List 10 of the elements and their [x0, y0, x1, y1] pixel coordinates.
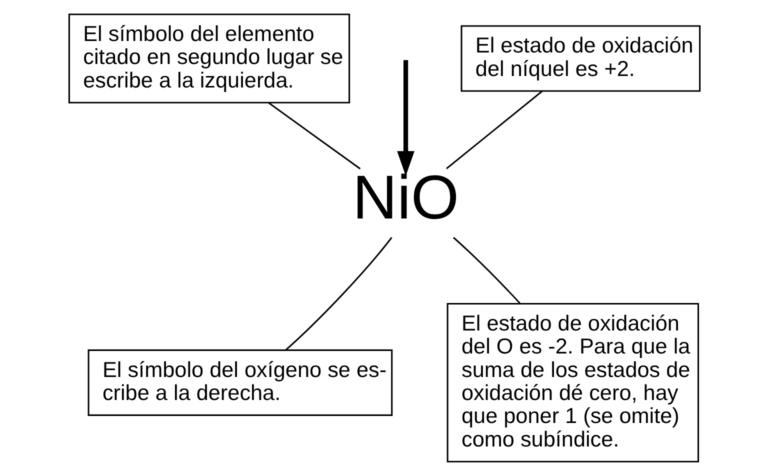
connector	[285, 237, 392, 350]
node-box: El símbolo del elemento citado en segundo lugar se escribe a la izquierda.	[68, 14, 350, 104]
connector	[446, 90, 542, 170]
node-box: El símbolo del oxígeno se es-cribe a la derecha.	[87, 349, 392, 416]
connector	[268, 102, 360, 170]
node-text: NiO	[352, 164, 459, 233]
node-box: El estado de oxidación del níquel es +2.	[460, 25, 700, 92]
node-box: El estado de oxidación del O es -2. Para que la suma de los estados de oxidación dé cero, hay que poner 1 (se omite) como subíndice.	[446, 303, 699, 462]
connector	[452, 236, 520, 304]
arrow	[396, 60, 414, 176]
